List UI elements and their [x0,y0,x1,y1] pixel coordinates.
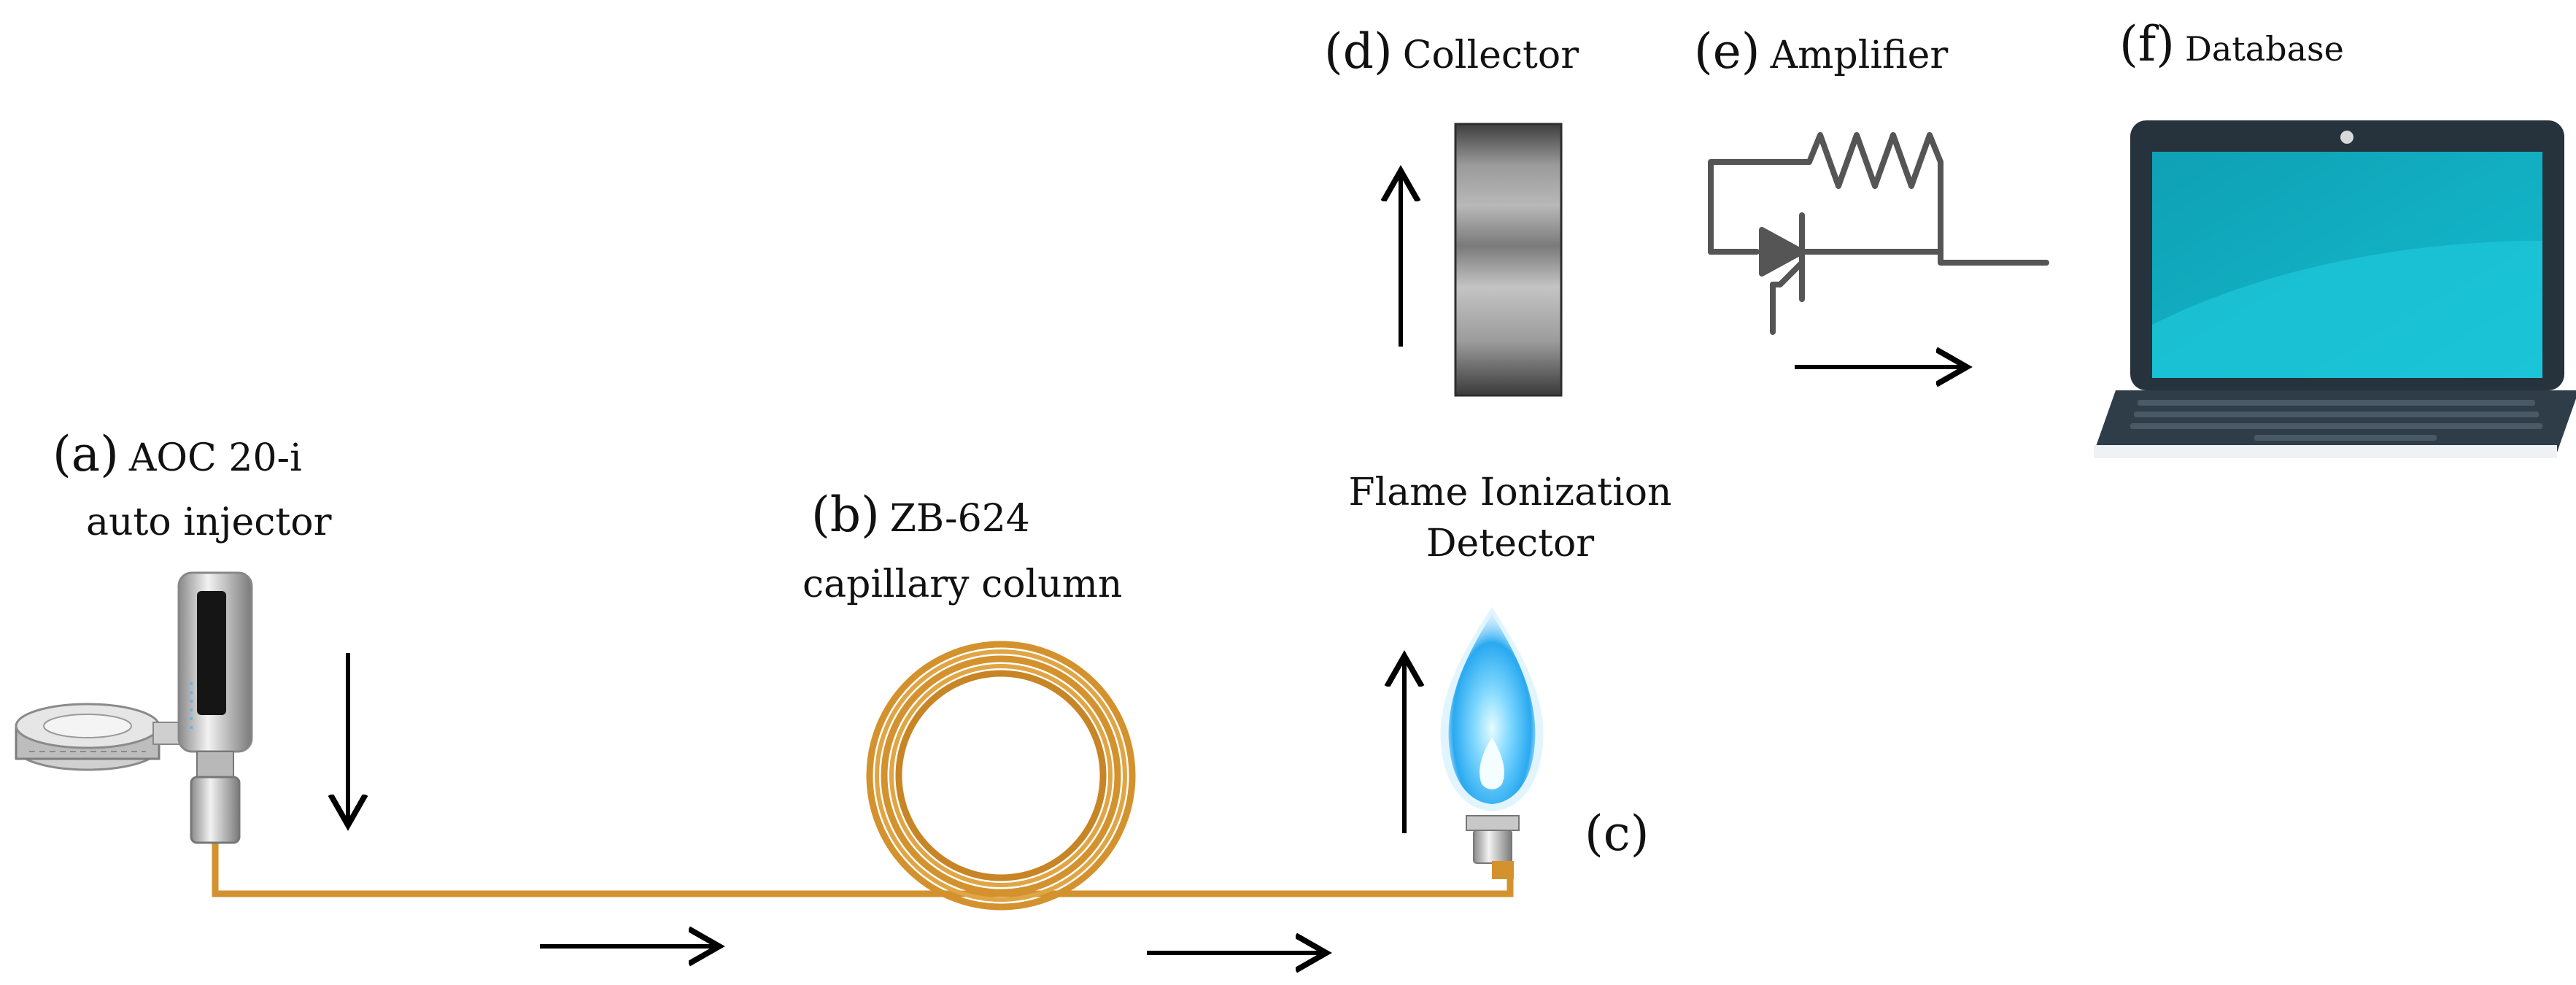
label-d-name: Collector [1402,34,1579,77]
label-a-line1: AOC 20-i [128,436,302,480]
label-d-letter: (d) [1324,23,1393,80]
label-f-name: Database [2184,29,2344,69]
label-f-letter: (f) [2119,16,2175,72]
amplifier-circuit-icon [1708,132,2049,335]
label-injector-sub: auto injector [86,503,331,541]
label-detector-line1: Flame Ionization [1348,471,1672,514]
label-database: (f)Database [2119,20,2344,69]
laptop-icon [2094,120,2576,458]
flame-burner-icon [1440,607,1544,879]
label-b-line2: capillary column [802,563,1123,606]
label-detector-line2: Detector [1426,522,1595,565]
label-detector: Flame Ionization Detector [1342,467,1678,569]
label-injector-title: (a)AOC 20-i [53,430,302,479]
label-c-letter: (c) [1585,806,1649,862]
label-b-letter: (b) [811,487,880,543]
label-column-sub: capillary column [802,565,1122,603]
label-a-line2: auto injector [86,501,332,544]
collector-plate-icon [1454,123,1563,397]
label-a-letter: (a) [53,426,119,482]
label-collector: (d)Collector [1324,28,1579,76]
label-c: (c) [1585,810,1659,858]
capillary-coil-icon [866,641,1136,911]
label-amplifier: (e)Amplifier [1694,28,1948,76]
label-e-name: Amplifier [1770,34,1949,77]
label-e-letter: (e) [1694,23,1760,80]
label-b-line1: ZB-624 [889,497,1030,541]
capillary-tubing [212,835,1514,897]
injector-icon [15,571,253,844]
label-column-title: (b)ZB-624 [811,491,1030,539]
